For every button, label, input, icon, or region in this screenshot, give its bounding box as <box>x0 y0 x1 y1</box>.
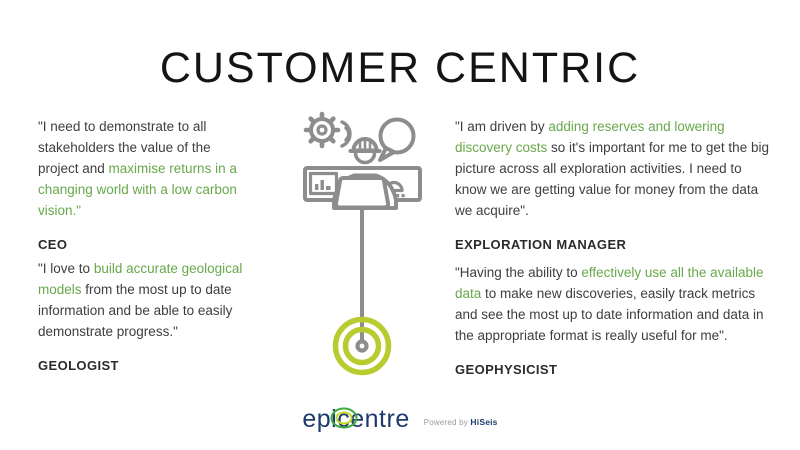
quote-ceo: "I need to demonstrate to all stakeholde… <box>38 116 252 255</box>
quote-segment: "I love to <box>38 261 94 276</box>
role-label-ceo: CEO <box>38 237 68 252</box>
quote-segment: "I am driven by <box>455 119 549 134</box>
role-label-exploration-manager: EXPLORATION MANAGER <box>455 237 627 252</box>
quote-segment: so it's important for me to get the big … <box>455 140 769 218</box>
quote-geologist-text: "I love to build accurate geological mod… <box>38 258 288 342</box>
quote-segment: adding reserves and lowering discovery c… <box>455 119 725 155</box>
powered-by-prefix: Powered by <box>423 418 468 427</box>
role-label-geologist: GEOLOGIST <box>38 358 119 373</box>
quote-segment: effectively use all the available data <box>455 265 764 301</box>
quote-segment: from the most up to date information and… <box>38 282 233 339</box>
powered-by-brand: HiSeis <box>470 417 498 427</box>
quote-segment: "I need to demonstrate to all stakeholde… <box>38 119 211 176</box>
quote-segment: maximise returns in a changing world wit… <box>38 161 237 218</box>
quote-geologist: "I love to build accurate geological mod… <box>38 258 288 376</box>
speech-bubble-icon <box>378 117 416 162</box>
logo-text-c: c <box>337 404 351 433</box>
operator-console-icon <box>303 111 422 376</box>
laptop-icon <box>333 176 391 210</box>
powered-by-label: Powered by HiSeis <box>424 411 498 427</box>
logo-text-part3: entre <box>350 404 410 433</box>
epicentre-target-icon <box>332 316 392 376</box>
quote-segment: to make new discoveries, easily track me… <box>455 286 764 343</box>
quote-segment: "Having the ability to <box>455 265 582 280</box>
role-label-geophysicist: GEOPHYSICIST <box>455 362 558 377</box>
quote-segment: build accurate geological models <box>38 261 243 297</box>
quote-geophysicist: "Having the ability to effectively use a… <box>455 262 771 380</box>
quote-geophysicist-text: "Having the ability to effectively use a… <box>455 262 771 346</box>
quote-exploration-manager-text: "I am driven by adding reserves and lowe… <box>455 116 771 221</box>
logo-c-with-rings: c <box>330 404 358 434</box>
page-title: CUSTOMER CENTRIC <box>159 44 641 92</box>
quote-ceo-text: "I need to demonstrate to all stakeholde… <box>38 116 252 221</box>
logo-text-part1: epi <box>302 404 338 433</box>
gear-icon <box>303 111 341 149</box>
quote-exploration-manager: "I am driven by adding reserves and lowe… <box>455 116 771 255</box>
signal-waves-icon <box>340 120 352 148</box>
